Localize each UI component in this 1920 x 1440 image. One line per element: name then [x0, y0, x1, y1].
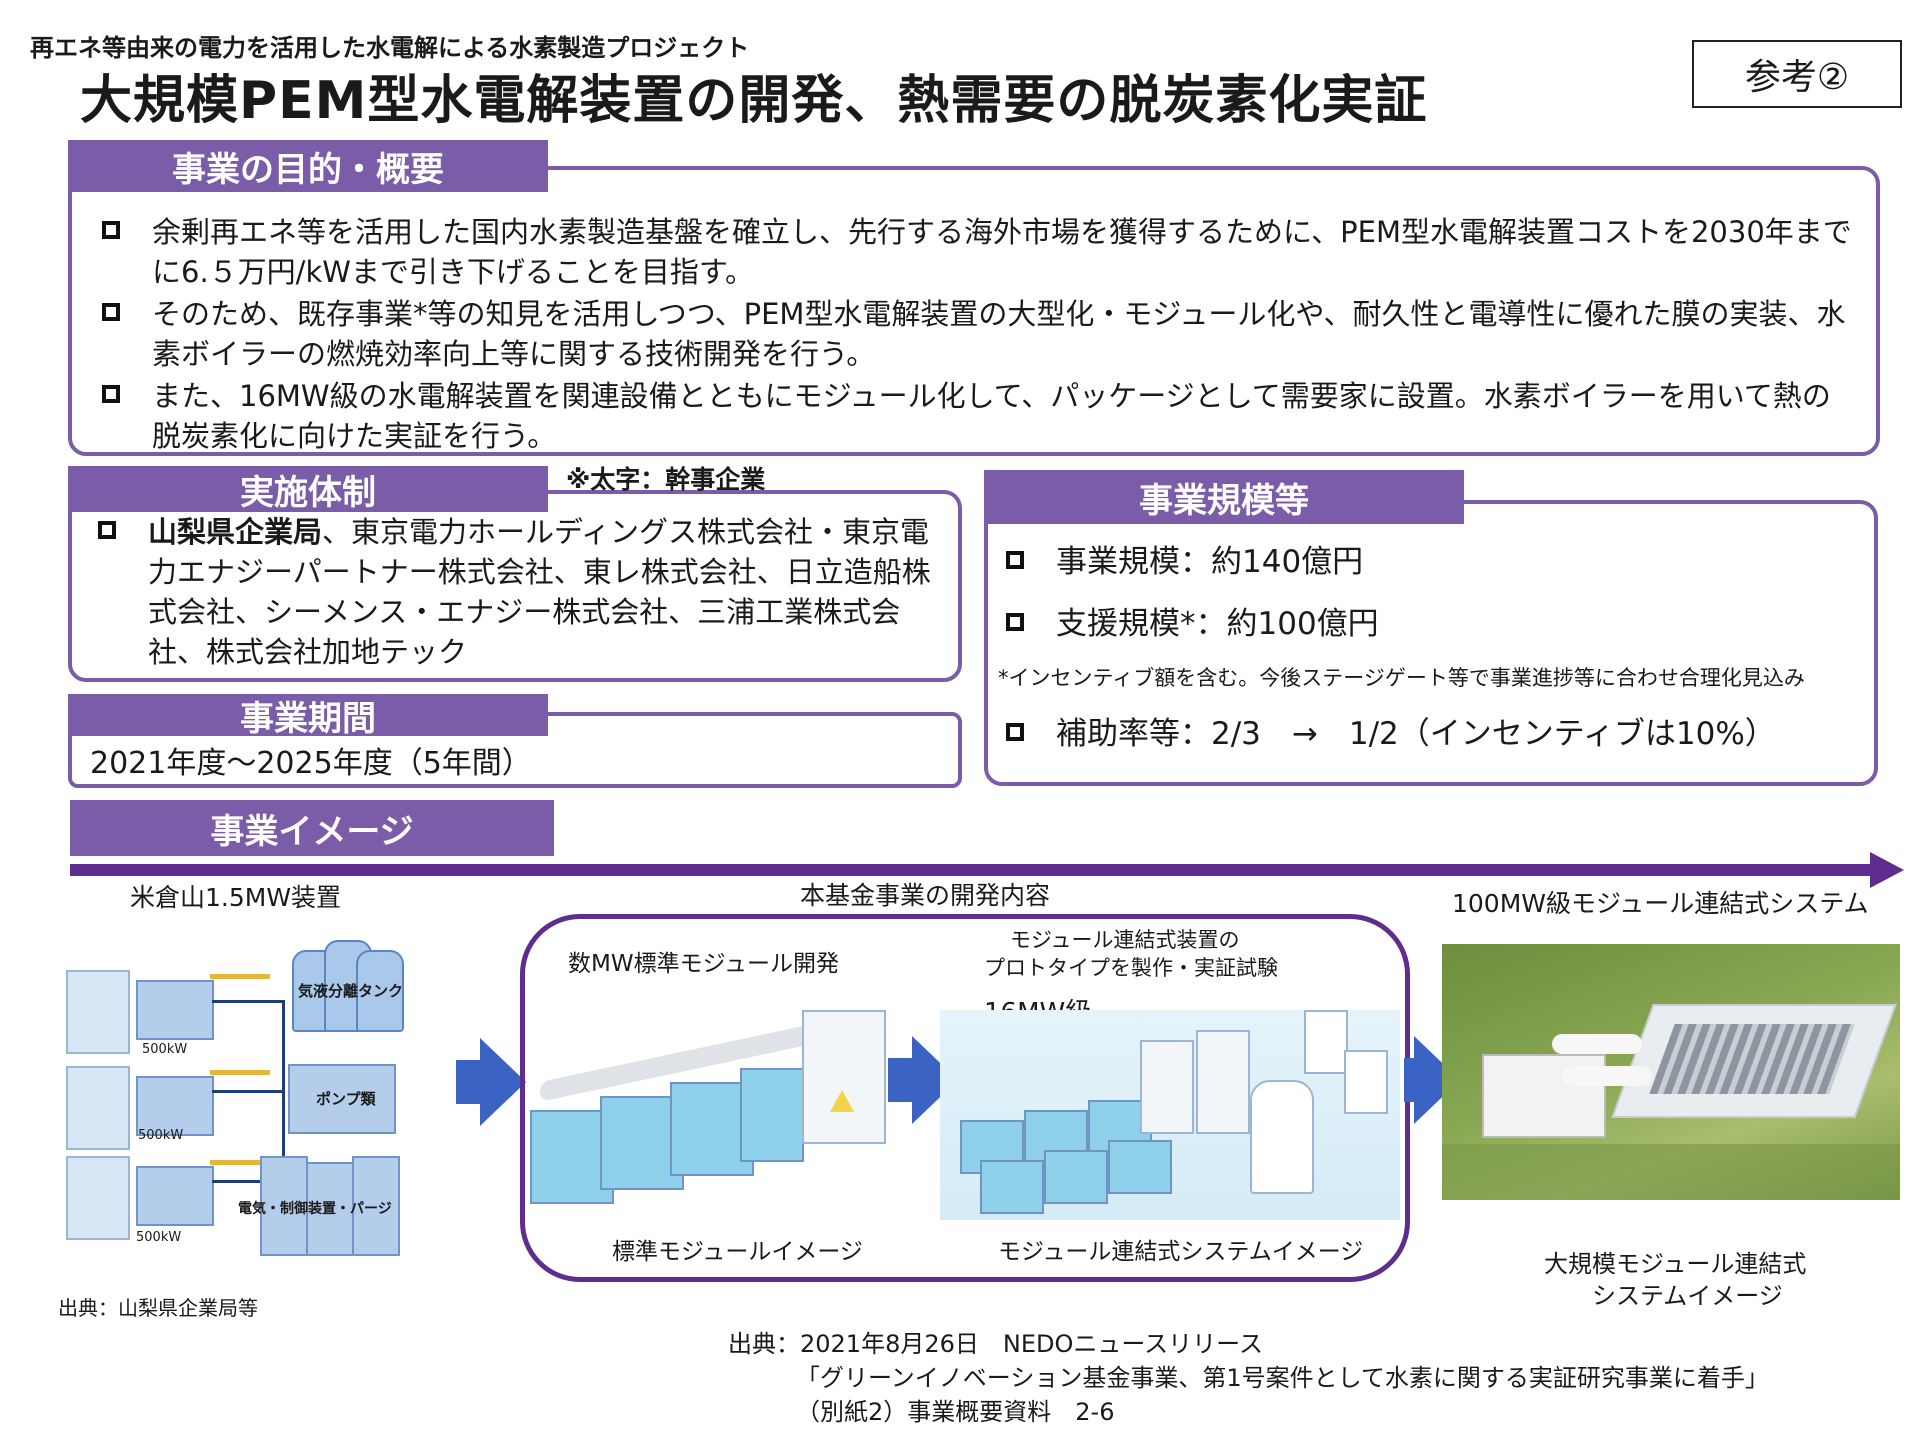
scale-list: 事業規模：約140億円 支援規模*：約100億円: [1000, 542, 1860, 666]
scale-item-budget: 事業規模：約140億円: [1000, 542, 1860, 582]
large-system-image: [1442, 944, 1900, 1200]
lead-company: 山梨県企業局: [148, 515, 323, 549]
kw-label: 500kW: [136, 1230, 182, 1245]
pipe: [210, 974, 270, 979]
structure-list: 山梨県企業局、東京電力ホールディングス株式会社・東京電力エナジーパートナー株式会…: [92, 512, 938, 672]
flow-arrow-1-icon: [456, 1038, 526, 1126]
mid-title: 本基金事業の開発内容: [800, 881, 1051, 910]
structure-frame: [68, 490, 962, 682]
overview-list: 余剰再エネ等を活用した国内水素製造基盤を確立し、先行する海外市場を獲得するために…: [96, 212, 1856, 456]
electrolyzer-unit: [66, 1156, 130, 1240]
electrolyzer-unit: [66, 970, 130, 1054]
kw-label: 500kW: [142, 1042, 188, 1057]
overview-frame: [68, 166, 1880, 456]
std-module-title: 数MW標準モジュール開発: [568, 951, 839, 977]
left-title: 米倉山1.5MW装置: [130, 883, 342, 912]
left-source: 出典：山梨県企業局等: [58, 1296, 258, 1320]
overview-item: そのため、既存事業*等の知見を活用しつつ、PEM型水電解装置の大型化・モジュール…: [96, 294, 1856, 374]
scale-item-rate: 補助率等：2/3 → 1/2（インセンティブは10%）: [1000, 714, 1860, 754]
proto-title-2: プロトタイプを製作・実証試験: [984, 956, 1278, 980]
system-caption: モジュール連結式システムイメージ: [998, 1239, 1364, 1265]
pipe: [210, 1070, 270, 1075]
stack-unit: [136, 1076, 214, 1136]
timeline-arrow-line: [70, 864, 1880, 876]
source-line-1: 出典：2021年8月26日 NEDOニュースリリース: [728, 1330, 1263, 1358]
overview-item: また、16MW級の水電解装置を関連設備とともにモジュール化して、パッケージとして…: [96, 376, 1856, 456]
electrical-label: 電気・制御装置・パージ: [238, 1201, 392, 1217]
pump-box: [288, 1064, 396, 1134]
structure-tab: 実施体制: [68, 466, 548, 513]
electrolyzer-unit: [66, 1066, 130, 1150]
overview-item: 余剰再エネ等を活用した国内水素製造基盤を確立し、先行する海外市場を獲得するために…: [96, 212, 1856, 292]
proto-title-1: モジュール連結式装置の: [1010, 928, 1240, 952]
timeline-arrow-head-icon: [1870, 852, 1904, 888]
project-subtitle: 再エネ等由来の電力を活用した水電解による水素製造プロジェクト: [30, 34, 750, 62]
member-companies: 、東京電力ホールディングス株式会社・東京電力エナジーパートナー株式会社、東レ株式…: [148, 515, 931, 669]
control-box: [306, 1162, 354, 1256]
right-caption-2: システムイメージ: [1592, 1282, 1783, 1310]
module-system-image: [940, 1010, 1400, 1220]
stack-unit: [136, 980, 214, 1040]
yonekurayama-diagram: 500kW 500kW 500kW 気液分離タンク ポンプ類 電気・制御装置・パ…: [60, 930, 440, 1270]
structure-note: ※太字：幹事企業: [566, 465, 766, 494]
control-box: [352, 1156, 400, 1256]
source-line-2: 「グリーンイノベーション基金事業、第1号案件として水素に関する実証研究事業に着手…: [796, 1364, 1769, 1392]
pipe: [212, 1180, 284, 1183]
standard-module-image: [530, 1010, 890, 1210]
pump-label: ポンプ類: [316, 1090, 376, 1108]
pipe: [210, 1160, 270, 1165]
tank-label: 気液分離タンク: [298, 982, 404, 1000]
overview-tab: 事業の目的・概要: [68, 140, 548, 192]
scale-frame: [984, 500, 1878, 786]
stack-unit: [136, 1166, 214, 1226]
pipe: [212, 1000, 284, 1003]
separation-tank: [356, 950, 404, 1032]
scale-list-rate: 補助率等：2/3 → 1/2（インセンティブは10%）: [1000, 714, 1860, 776]
period-tab: 事業期間: [68, 694, 548, 739]
pipe: [212, 1090, 284, 1093]
image-tab: 事業イメージ: [70, 800, 554, 856]
right-title: 100MW級モジュール連結式システム: [1452, 889, 1869, 918]
reference-badge: 参考②: [1692, 40, 1902, 108]
scale-tab: 事業規模等: [984, 470, 1464, 524]
source-line-3: （別紙2）事業概要資料 2-6: [796, 1398, 1115, 1426]
period-value: 2021年度～2025年度（5年間）: [90, 746, 532, 781]
right-caption-1: 大規模モジュール連結式: [1544, 1250, 1807, 1278]
structure-item: 山梨県企業局、東京電力ホールディングス株式会社・東京電力エナジーパートナー株式会…: [92, 512, 938, 672]
kw-label: 500kW: [138, 1128, 184, 1143]
page-title: 大規模PEM型水電解装置の開発、熱需要の脱炭素化実証: [80, 71, 1428, 131]
scale-footnote: *インセンティブ額を含む。今後ステージゲート等で事業進捗等に合わせ合理化見込み: [998, 666, 1805, 690]
std-module-caption: 標準モジュールイメージ: [612, 1239, 863, 1265]
scale-item-support: 支援規模*：約100億円: [1000, 604, 1860, 644]
